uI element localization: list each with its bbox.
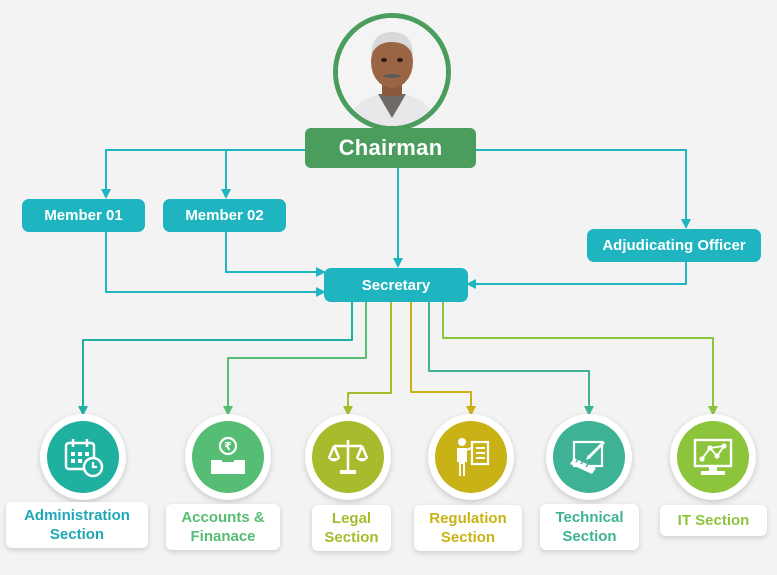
accounts-node: ₹ (185, 414, 271, 500)
administration-line1: Administration (24, 507, 130, 524)
chairman-box: Chairman (305, 128, 476, 168)
scales-icon (327, 440, 369, 474)
member-01-label: Member 01 (44, 207, 123, 224)
calendar-clock-icon (64, 439, 104, 478)
regulation-line2: Section (440, 529, 496, 546)
accounts-label-card: Accounts & Finanace (166, 504, 280, 550)
drafting-icon (570, 440, 606, 474)
it-label-card: IT Section (660, 505, 767, 536)
administration-label-card: Administration Section (6, 502, 148, 548)
adjudicating-officer-label: Adjudicating Officer (602, 237, 746, 254)
technical-label-card: Technical Section (540, 504, 639, 550)
technical-node (546, 414, 632, 500)
accounts-line2: Finanace (190, 528, 256, 545)
computer-network-icon (693, 438, 733, 475)
svg-text:₹: ₹ (224, 440, 232, 453)
administration-node (40, 414, 126, 500)
secretary-box: Secretary (324, 268, 468, 302)
member-02-box: Member 02 (163, 199, 286, 232)
legal-line1: Legal (331, 510, 372, 527)
adjudicating-officer-box: Adjudicating Officer (587, 229, 761, 262)
it-node (670, 414, 756, 500)
accounts-line1: Accounts & (181, 509, 265, 526)
legal-line2: Section (324, 529, 379, 546)
administration-line2: Section (49, 526, 105, 543)
chairman-label: Chairman (338, 135, 443, 160)
technical-line1: Technical (555, 509, 624, 526)
regulation-node (428, 414, 514, 500)
member-01-box: Member 01 (22, 199, 145, 232)
chairman-photo (333, 13, 451, 131)
person-board-icon (457, 438, 490, 476)
member-02-label: Member 02 (185, 207, 264, 224)
secretary-label: Secretary (361, 276, 431, 294)
legal-node (305, 414, 391, 500)
regulation-label-card: Regulation Section (414, 505, 522, 551)
regulation-line1: Regulation (429, 510, 507, 527)
technical-line2: Section (562, 528, 617, 545)
it-line1: IT Section (677, 512, 750, 529)
legal-label-card: Legal Section (312, 505, 391, 551)
rupee-box-icon: ₹ (211, 436, 245, 474)
